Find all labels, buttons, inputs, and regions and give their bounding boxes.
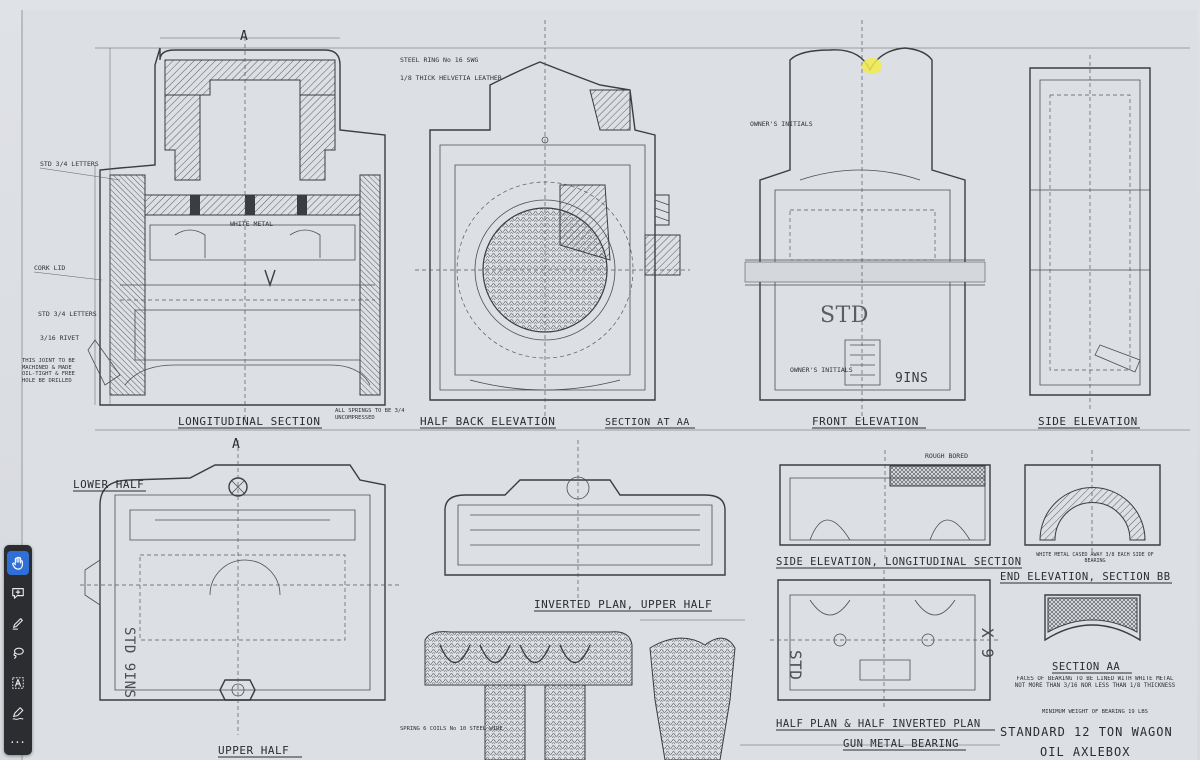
label-inverted-plan-upper-half: INVERTED PLAN, UPPER HALF (534, 598, 712, 611)
note-steel-ring: STEEL RING No 16 SWG (400, 56, 478, 64)
stamp-icon (12, 707, 24, 720)
half-back-elevation-view (415, 20, 690, 420)
label-end-elevation-section-bb: END ELEVATION, SECTION BB (1000, 571, 1171, 583)
lower-upper-half-view: STD 9INS (80, 440, 400, 735)
section-marker-a-mid: A (232, 437, 240, 452)
note-spring-coils: SPRING 6 COILS No 10 STEEL WIRE (400, 726, 503, 732)
label-side-elevation-longitudinal-section: SIDE ELEVATION, LONGITUDINAL SECTION (776, 556, 1022, 568)
svg-text:X 9: X 9 (978, 628, 997, 658)
svg-text:STD 9INS: STD 9INS (121, 627, 137, 698)
hand-tool-button[interactable] (7, 551, 29, 575)
sign-tool-button[interactable] (7, 701, 29, 725)
note-std-letters-mid: STD 3/4 LETTERS (38, 310, 97, 318)
draw-tool-button[interactable] (7, 611, 29, 635)
note-joint: THIS JOINT TO BE MACHINED & MADE OIL-TIG… (22, 358, 75, 384)
gun-metal-bearing-plan-view: STD X 9 (740, 570, 1000, 746)
label-section-aa: SECTION AA (1052, 661, 1120, 673)
drawing-title-line1: STANDARD 12 TON WAGON (1000, 725, 1173, 739)
side-elevation-view (1029, 55, 1151, 410)
longitudinal-section-view (87, 30, 386, 420)
label-longitudinal-section: LONGITUDINAL SECTION (178, 415, 320, 428)
drawing-title-line2: OIL AXLEBOX (1040, 745, 1130, 759)
bearing-side-elevation-view (779, 450, 991, 560)
note-owners-initials-2: OWNER'S INITIALS (790, 366, 853, 374)
section-marker-a-top: A (240, 29, 248, 44)
note-weight: MINIMUM WEIGHT OF BEARING 19 LBS (1042, 709, 1148, 715)
inverted-plan-upper-half-view (444, 440, 726, 600)
note-rivet: 3/16 RIVET (40, 334, 79, 342)
std-cast-letters: STD (820, 303, 869, 328)
label-lower-half: LOWER HALF (73, 478, 144, 491)
highlight-annotation[interactable] (862, 58, 882, 74)
note-white-metal: WHITE METAL (230, 220, 273, 228)
svg-text:STD: STD (786, 650, 805, 680)
lasso-icon (13, 647, 24, 659)
end-elevation-section-bb-view (1024, 450, 1161, 555)
text-box-icon (12, 677, 24, 689)
note-faces: FACES OF BEARING TO BE LINED WITH WHITE … (1014, 676, 1176, 689)
label-section-at-aa: SECTION AT AA (605, 417, 690, 428)
note-cork-lid: CORK LID (34, 264, 65, 272)
note-rough-bored: ROUGH BORED (925, 452, 968, 460)
spring-pads-view (424, 619, 745, 760)
hand-icon (12, 556, 23, 570)
note-owners-initials: OWNER'S INITIALS (750, 120, 813, 128)
label-gun-metal-bearing: GUN METAL BEARING (843, 738, 959, 750)
more-icon: ··· (10, 735, 26, 751)
label-half-plan-half-inverted-plan: HALF PLAN & HALF INVERTED PLAN (776, 718, 981, 730)
note-std-letters-top: STD 3/4 LETTERS (40, 160, 99, 168)
label-front-elevation: FRONT ELEVATION (812, 415, 919, 428)
label-side-elevation: SIDE ELEVATION (1038, 415, 1138, 428)
label-upper-half: UPPER HALF (218, 744, 289, 757)
size-cast-label: 9INS (895, 371, 928, 386)
note-white-metal-cased: WHITE METAL CASED AWAY 3/8 EACH SIDE OF … (1036, 552, 1154, 564)
note-springs: ALL SPRINGS TO BE 3/4 UNCOMPRESSED (335, 408, 405, 421)
lasso-tool-button[interactable] (7, 641, 29, 665)
note-leather: 1/8 THICK HELVETIA LEATHER (400, 74, 502, 82)
annotation-toolbar: ··· (4, 545, 32, 755)
more-tools-button[interactable]: ··· (7, 731, 29, 755)
add-comment-tool-button[interactable] (7, 581, 29, 605)
section-aa-small-view (1044, 594, 1141, 642)
front-elevation-view: STD 9INS (744, 20, 986, 420)
label-half-back-elevation: HALF BACK ELEVATION (420, 415, 555, 428)
pen-icon (12, 618, 23, 630)
text-tool-button[interactable] (7, 671, 29, 695)
comment-add-icon (12, 588, 24, 599)
